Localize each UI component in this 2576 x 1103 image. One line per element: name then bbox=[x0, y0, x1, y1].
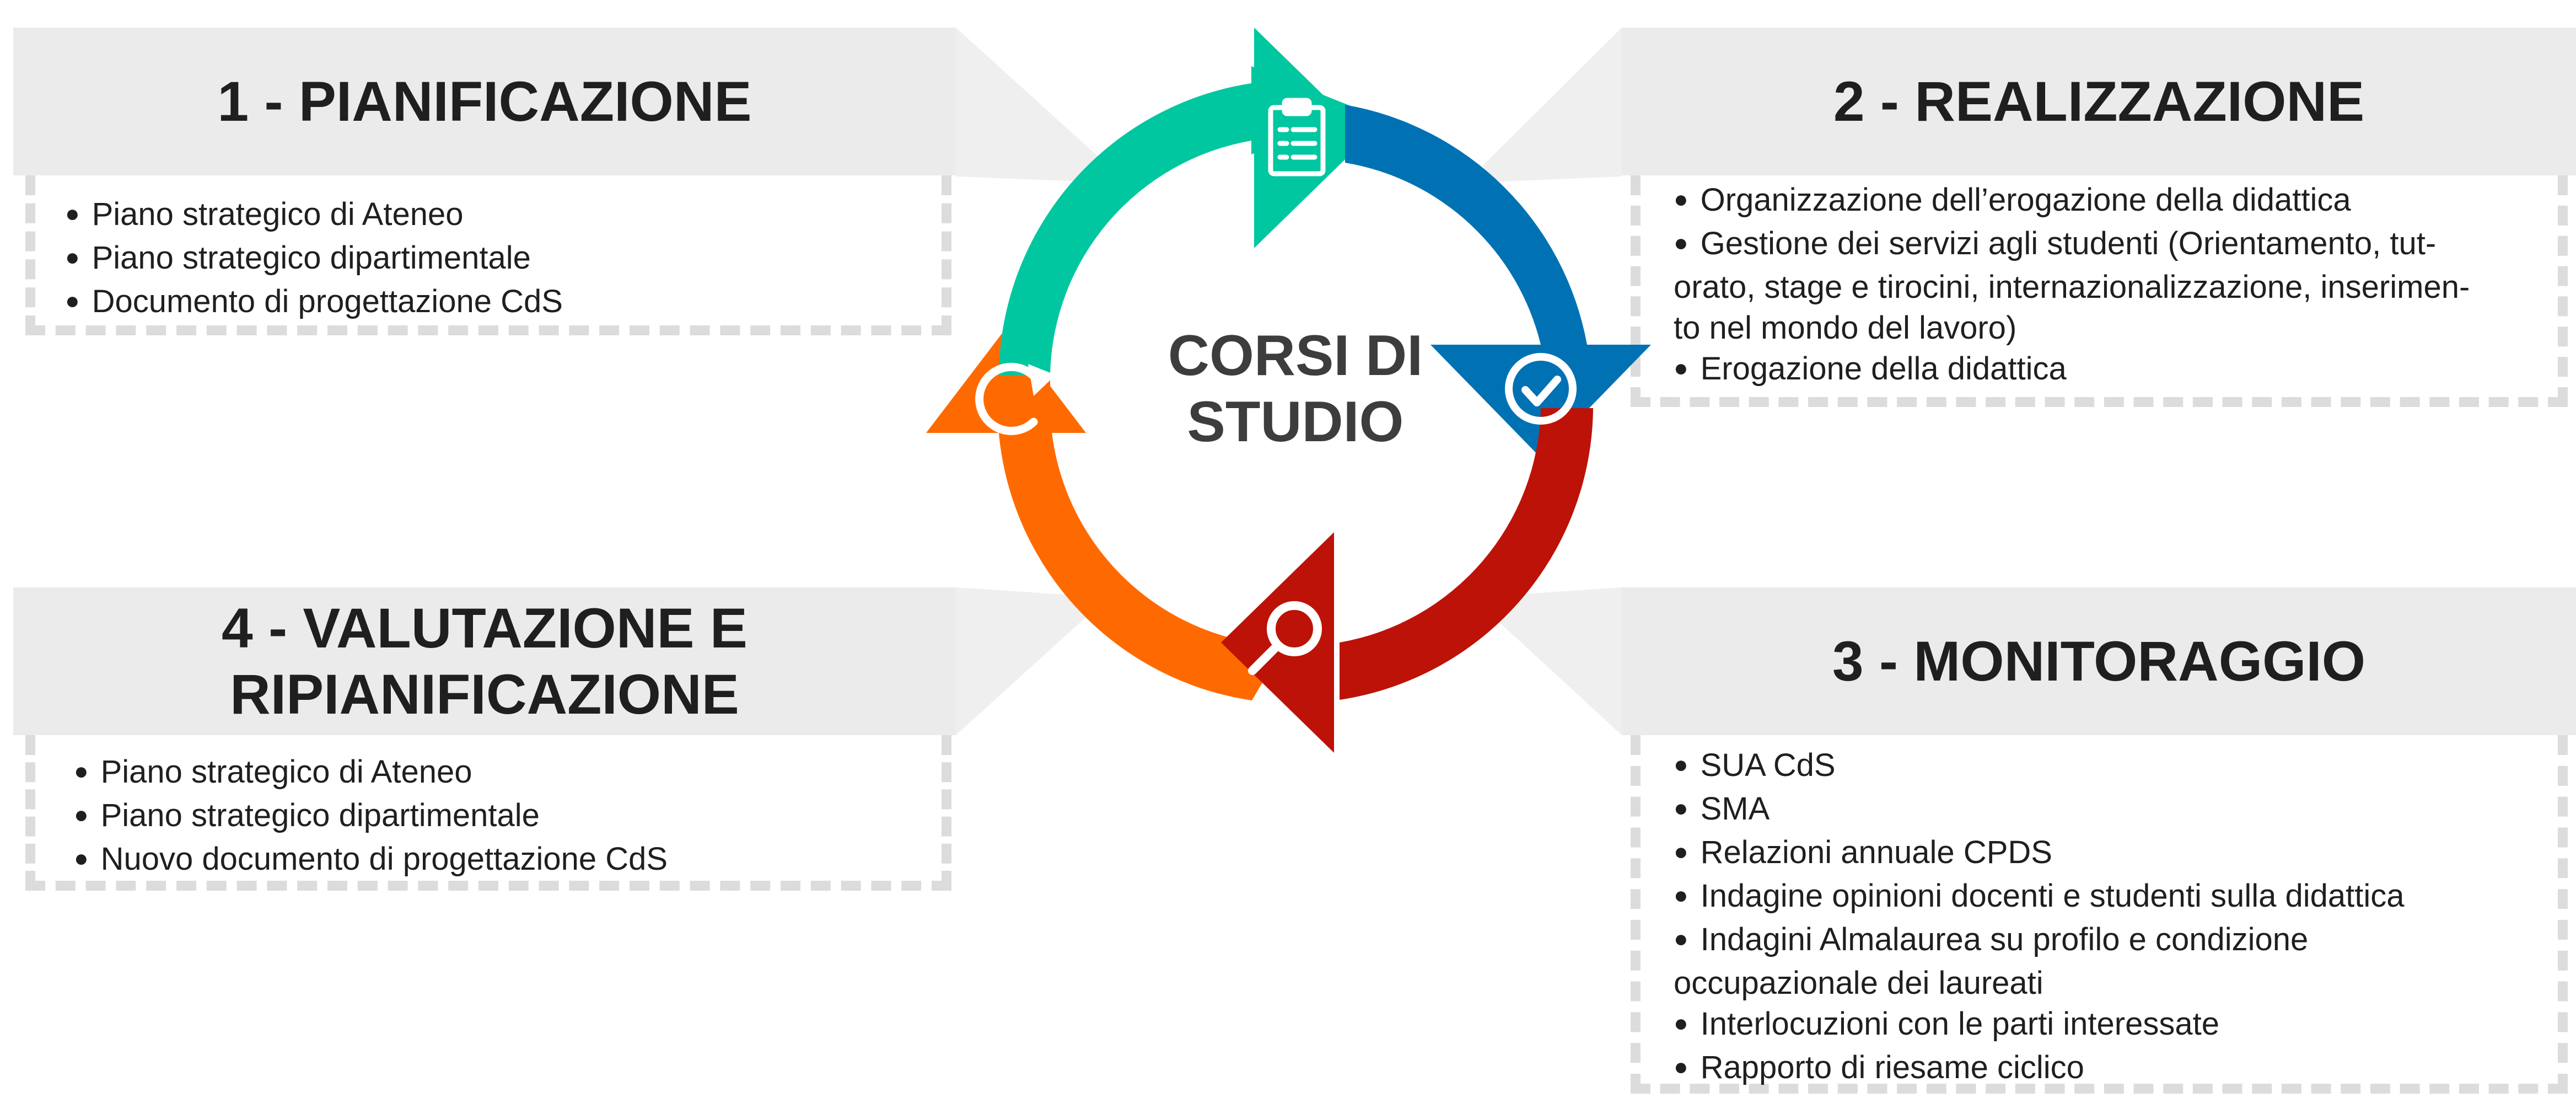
cycle-diagram: CORSI DI STUDIO bbox=[926, 28, 1651, 753]
list-item: Indagini Almalaurea su profilo e condizi… bbox=[1674, 919, 2525, 963]
list-item: Nuovo documento di progettazione CdS bbox=[74, 839, 942, 882]
phase-4-items-box: Piano strategico di AteneoPiano strategi… bbox=[25, 735, 951, 891]
phase-3-items-box: SUA CdSSMARelazioni annuale CPDSIndagine… bbox=[1631, 735, 2568, 1094]
phase-2-item-list: Organizzazione dell’erogazione della did… bbox=[1674, 180, 2525, 392]
phase-3-item-list: SUA CdSSMARelazioni annuale CPDSIndagine… bbox=[1674, 745, 2525, 1091]
connector-beam-execution bbox=[1483, 28, 1622, 182]
list-item: Piano strategico di Ateneo bbox=[65, 194, 942, 238]
list-item: Documento di progettazione CdS bbox=[65, 281, 942, 325]
phase-2-title: 2 - REALIZZAZIONE bbox=[1833, 69, 2365, 133]
list-item: Piano strategico dipartimentale bbox=[65, 238, 942, 281]
phase-1-title: 1 - PIANIFICAZIONE bbox=[217, 69, 752, 133]
list-item: Organizzazione dell’erogazione della did… bbox=[1674, 180, 2525, 223]
cycle-arrowhead-planning bbox=[1254, 28, 1367, 248]
list-item-continuation: occupazionale dei laureati bbox=[1674, 965, 2043, 1001]
phase-2-header: 2 - REALIZZAZIONE bbox=[1622, 28, 2576, 175]
list-item: SUA CdS bbox=[1674, 745, 2525, 789]
phase-1-items-box: Piano strategico di AteneoPiano strategi… bbox=[25, 175, 951, 335]
phase-2-items-box: Organizzazione dell’erogazione della did… bbox=[1631, 175, 2568, 407]
list-item-continuation: to nel mondo del lavoro) bbox=[1674, 310, 2017, 346]
connector-beam-monitoring bbox=[1488, 587, 1622, 735]
list-item: Piano strategico di Ateneo bbox=[74, 752, 942, 795]
list-item: Piano strategico dipartimentale bbox=[74, 795, 942, 839]
list-item: Indagine opinioni docenti e studenti sul… bbox=[1674, 876, 2525, 919]
center-label-line-1: CORSI DI bbox=[1168, 324, 1423, 388]
phase-3-header: 3 - MONITORAGGIO bbox=[1622, 587, 2576, 735]
clipboard-checklist-icon bbox=[1268, 98, 1326, 176]
list-item: Interlocuzioni con le parti interessate bbox=[1674, 1004, 2525, 1047]
magnifier-icon bbox=[1248, 601, 1322, 675]
list-item: Erogazione della didattica bbox=[1674, 349, 2525, 392]
list-item: SMA bbox=[1674, 789, 2525, 832]
phase-4-item-list: Piano strategico di AteneoPiano strategi… bbox=[74, 752, 942, 882]
connector-beam-evaluation bbox=[956, 587, 1091, 735]
phase-4-header: 4 - VALUTAZIONE E RIPIANIFICAZIONE bbox=[13, 587, 956, 735]
connector-beam-planning bbox=[956, 28, 1108, 182]
phase-4-title-line-1: 4 - VALUTAZIONE E bbox=[222, 596, 747, 660]
refresh-icon bbox=[975, 362, 1056, 435]
cycle-arc-monitoring bbox=[1340, 408, 1593, 700]
list-item-continuation: orato, stage e tirocini, internazionaliz… bbox=[1674, 269, 2470, 305]
phase-1-item-list: Piano strategico di AteneoPiano strategi… bbox=[65, 194, 942, 325]
center-label-line-2: STUDIO bbox=[1187, 390, 1404, 454]
cycle-arc-execution bbox=[1345, 105, 1587, 345]
list-item: Gestione dei servizi agli studenti (Orie… bbox=[1674, 223, 2525, 267]
phase-1-header: 1 - PIANIFICAZIONE bbox=[13, 28, 956, 175]
phase-3-title: 3 - MONITORAGGIO bbox=[1832, 629, 2366, 693]
check-circle-icon bbox=[1505, 353, 1577, 425]
list-item: Rapporto di riesame ciclico bbox=[1674, 1047, 2525, 1091]
list-item: Relazioni annuale CPDS bbox=[1674, 832, 2525, 876]
cycle-arrowhead-evaluation bbox=[926, 328, 1086, 433]
phase-4-title-line-2: RIPIANIFICAZIONE bbox=[230, 663, 739, 726]
